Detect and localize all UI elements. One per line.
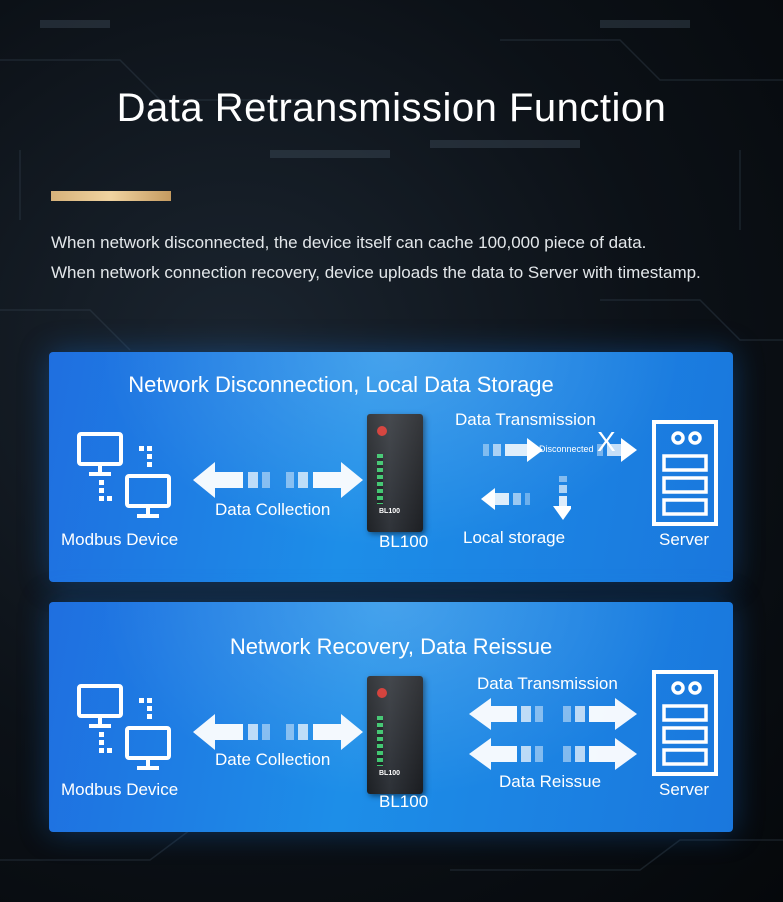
modbus-device-label: Modbus Device <box>61 530 179 549</box>
date-collection-arrow-icon <box>193 714 363 750</box>
transmission-arrow-icon <box>483 438 637 462</box>
recovery-panel: Network Recovery, Data Reissue Modbus De… <box>49 602 733 832</box>
page-title: Data Retransmission Function <box>116 86 667 130</box>
panel-title: Network Disconnection, Local Data Storag… <box>128 372 554 397</box>
panel-title: Network Recovery, Data Reissue <box>229 634 553 659</box>
disconnected-x-icon: X <box>597 426 616 457</box>
data-reissue-label: Data Reissue <box>499 772 602 791</box>
data-transmission-label: Data Transmission <box>455 410 596 429</box>
server-label: Server <box>659 780 710 799</box>
antenna-port-icon <box>377 688 387 698</box>
data-transmission-label: Data Transmission <box>477 674 618 693</box>
data-collection-arrow-icon <box>193 462 363 498</box>
gateway-label: BL100 <box>379 532 429 551</box>
description-line-2: When network connection recovery, device… <box>51 263 701 282</box>
reissue-arrow-icon <box>469 738 637 770</box>
local-storage-label: Local storage <box>463 528 566 547</box>
server-label: Server <box>659 530 710 549</box>
terminal-block <box>377 454 383 504</box>
transmission-arrow-icon <box>469 698 637 730</box>
title-accent-bar <box>51 191 171 201</box>
modbus-device-icon <box>77 684 171 770</box>
gateway-label: BL100 <box>379 792 429 811</box>
server-icon <box>652 420 718 526</box>
local-storage-arrow-icon <box>481 476 571 520</box>
disconnection-panel: Network Disconnection, Local Data Storag… <box>49 352 733 582</box>
gateway-brand-label: BL100 <box>379 770 401 777</box>
modbus-device-icon <box>77 432 171 518</box>
gateway-brand-label: BL100 <box>379 508 401 515</box>
bl100-gateway-device: BL100 <box>367 414 423 532</box>
disconnected-label: Disconnected <box>539 444 594 454</box>
description-line-1: When network disconnected, the device it… <box>51 233 647 252</box>
server-icon <box>652 670 718 776</box>
terminal-block <box>377 716 383 766</box>
bl100-gateway-device: BL100 <box>367 676 423 794</box>
antenna-port-icon <box>377 426 387 436</box>
data-collection-label: Data Collection <box>215 500 331 519</box>
date-collection-label: Date Collection <box>215 750 331 769</box>
modbus-device-label: Modbus Device <box>61 780 179 799</box>
